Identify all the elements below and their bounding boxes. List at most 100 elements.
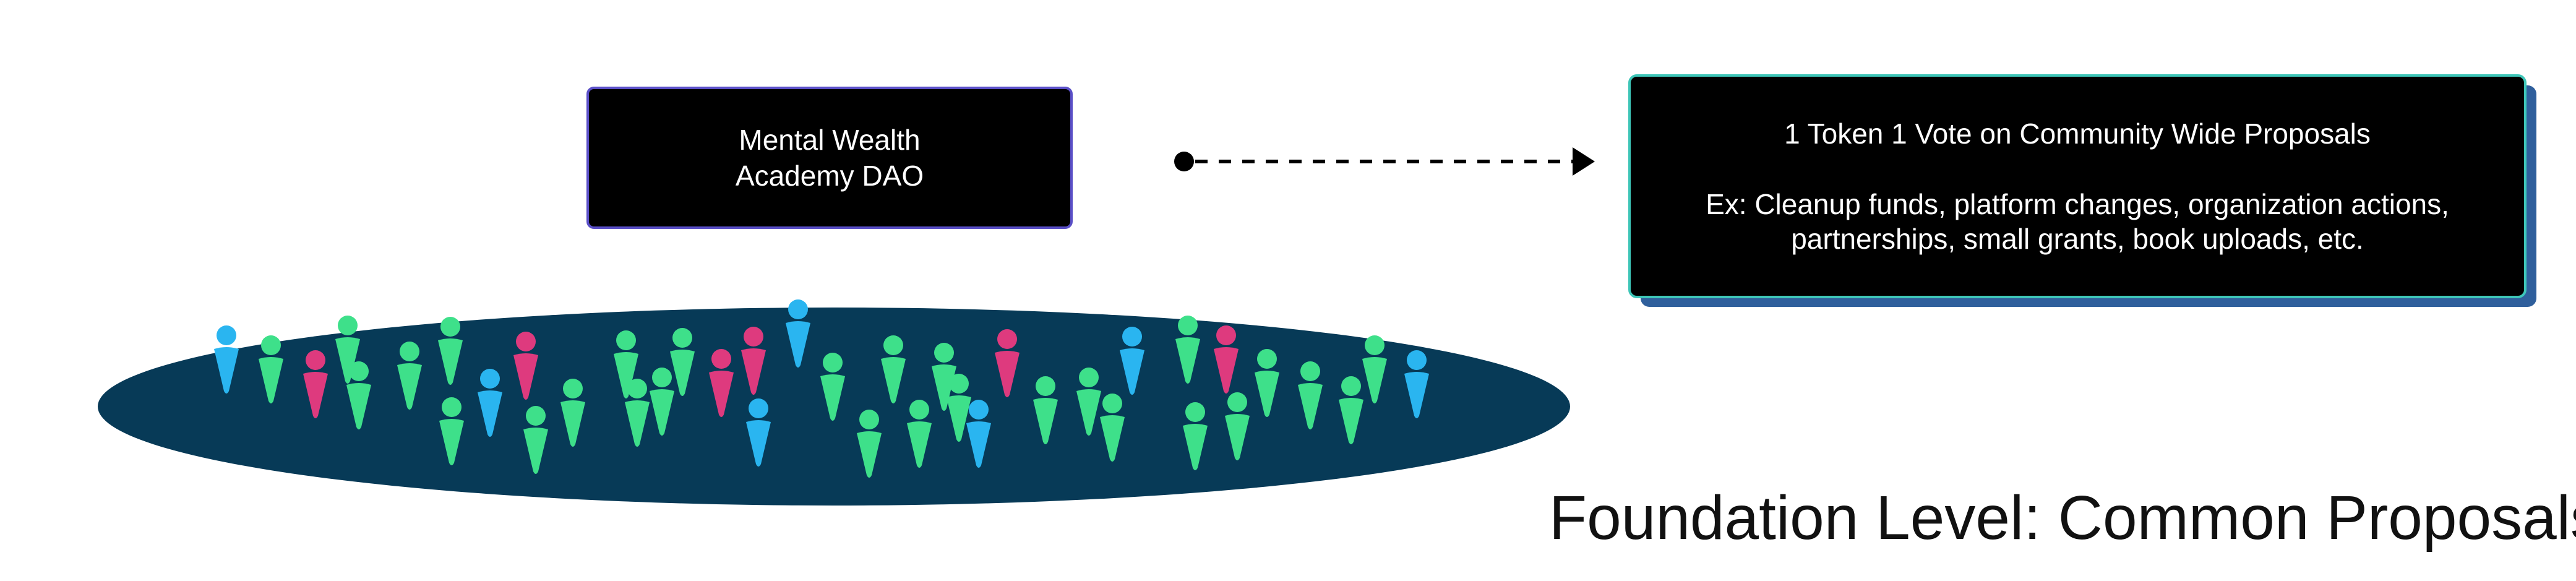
member-person-icon (303, 350, 328, 418)
member-head (949, 374, 969, 394)
member-head (1122, 327, 1142, 346)
member-person-icon (1100, 394, 1125, 462)
proposal-examples: Ex: Cleanup funds, platform changes, org… (1706, 188, 2449, 255)
member-body (857, 431, 882, 478)
level-title: Foundation Level: Common Proposals (1549, 483, 2576, 553)
member-person-icon (625, 379, 650, 447)
member-head (1341, 376, 1361, 396)
member-body (1404, 372, 1429, 418)
member-head (338, 316, 358, 335)
member-head (563, 379, 583, 398)
member-person-icon (1214, 325, 1239, 394)
member-body (881, 357, 906, 403)
member-head (969, 400, 989, 420)
member-person-icon (1404, 350, 1429, 418)
dao-to-proposal-connector (1174, 147, 1595, 176)
member-head (859, 410, 879, 429)
member-head (1036, 376, 1055, 396)
member-head (934, 343, 954, 363)
member-body (335, 337, 360, 384)
dao-name-line1: Mental Wealth (739, 124, 921, 156)
member-person-icon (1298, 361, 1323, 429)
member-person-icon (820, 353, 845, 421)
connector-start-dot (1174, 152, 1194, 171)
member-body (523, 428, 548, 474)
member-person-icon (881, 335, 906, 403)
member-person-icon (907, 400, 932, 468)
member-body (995, 351, 1020, 397)
member-head (749, 398, 768, 418)
member-head (1257, 349, 1277, 369)
member-person-icon (1183, 402, 1208, 470)
member-head (1216, 325, 1236, 345)
member-person-icon (932, 343, 956, 411)
member-body (625, 400, 650, 447)
member-person-icon (786, 299, 810, 368)
member-person-icon (857, 410, 882, 478)
community-members (214, 299, 1429, 478)
member-head (526, 406, 546, 426)
member-head (1365, 335, 1385, 355)
member-head (1185, 402, 1205, 422)
member-head (217, 325, 236, 345)
member-body (1120, 348, 1144, 395)
member-person-icon (1033, 376, 1058, 444)
member-head (516, 332, 536, 351)
member-head (1079, 368, 1099, 387)
member-body (438, 338, 463, 385)
member-body (709, 371, 734, 417)
member-person-icon (1362, 335, 1387, 403)
member-body (741, 348, 766, 395)
member-body (214, 347, 239, 394)
dao-name-line2: Academy DAO (735, 160, 924, 192)
member-body (1298, 383, 1323, 429)
member-body (1183, 424, 1208, 470)
member-person-icon (513, 332, 538, 400)
member-head (627, 379, 647, 398)
member-head (883, 335, 903, 355)
member-person-icon (650, 368, 674, 436)
member-head (442, 397, 462, 417)
member-person-icon (397, 342, 422, 410)
member-body (1076, 389, 1101, 436)
member-body (786, 321, 810, 368)
member-body (560, 400, 585, 447)
member-person-icon (214, 325, 239, 394)
member-body (1255, 371, 1279, 417)
member-head (480, 369, 500, 389)
member-head (744, 327, 763, 346)
member-head (909, 400, 929, 420)
connector-arrowhead-icon (1573, 147, 1595, 176)
member-body (346, 383, 371, 429)
member-head (1407, 350, 1427, 370)
member-person-icon (560, 379, 585, 447)
member-person-icon (741, 327, 766, 395)
member-head (261, 335, 281, 355)
member-head (1102, 394, 1122, 413)
member-body (303, 372, 328, 418)
member-body (1214, 347, 1239, 394)
member-person-icon (1339, 376, 1363, 444)
member-head (400, 342, 419, 361)
member-body (907, 421, 932, 468)
member-person-icon (746, 398, 771, 467)
member-person-icon (259, 335, 283, 403)
member-person-icon (995, 329, 1020, 397)
member-head (1178, 316, 1198, 335)
member-person-icon (670, 328, 695, 396)
member-body (478, 390, 502, 437)
member-person-icon (966, 400, 991, 468)
member-body (932, 364, 956, 411)
member-body (1362, 357, 1387, 403)
member-body (650, 389, 674, 436)
member-head (652, 368, 672, 387)
member-body (614, 352, 638, 398)
member-body (513, 353, 538, 400)
proposal-node: 1 Token 1 Vote on Community Wide Proposa… (1628, 74, 2527, 298)
member-body (1175, 337, 1200, 384)
proposal-title: 1 Token 1 Vote on Community Wide Proposa… (1784, 118, 2371, 150)
member-head (349, 361, 369, 381)
member-person-icon (1076, 368, 1101, 436)
member-body (670, 350, 695, 396)
member-body (1339, 398, 1363, 444)
